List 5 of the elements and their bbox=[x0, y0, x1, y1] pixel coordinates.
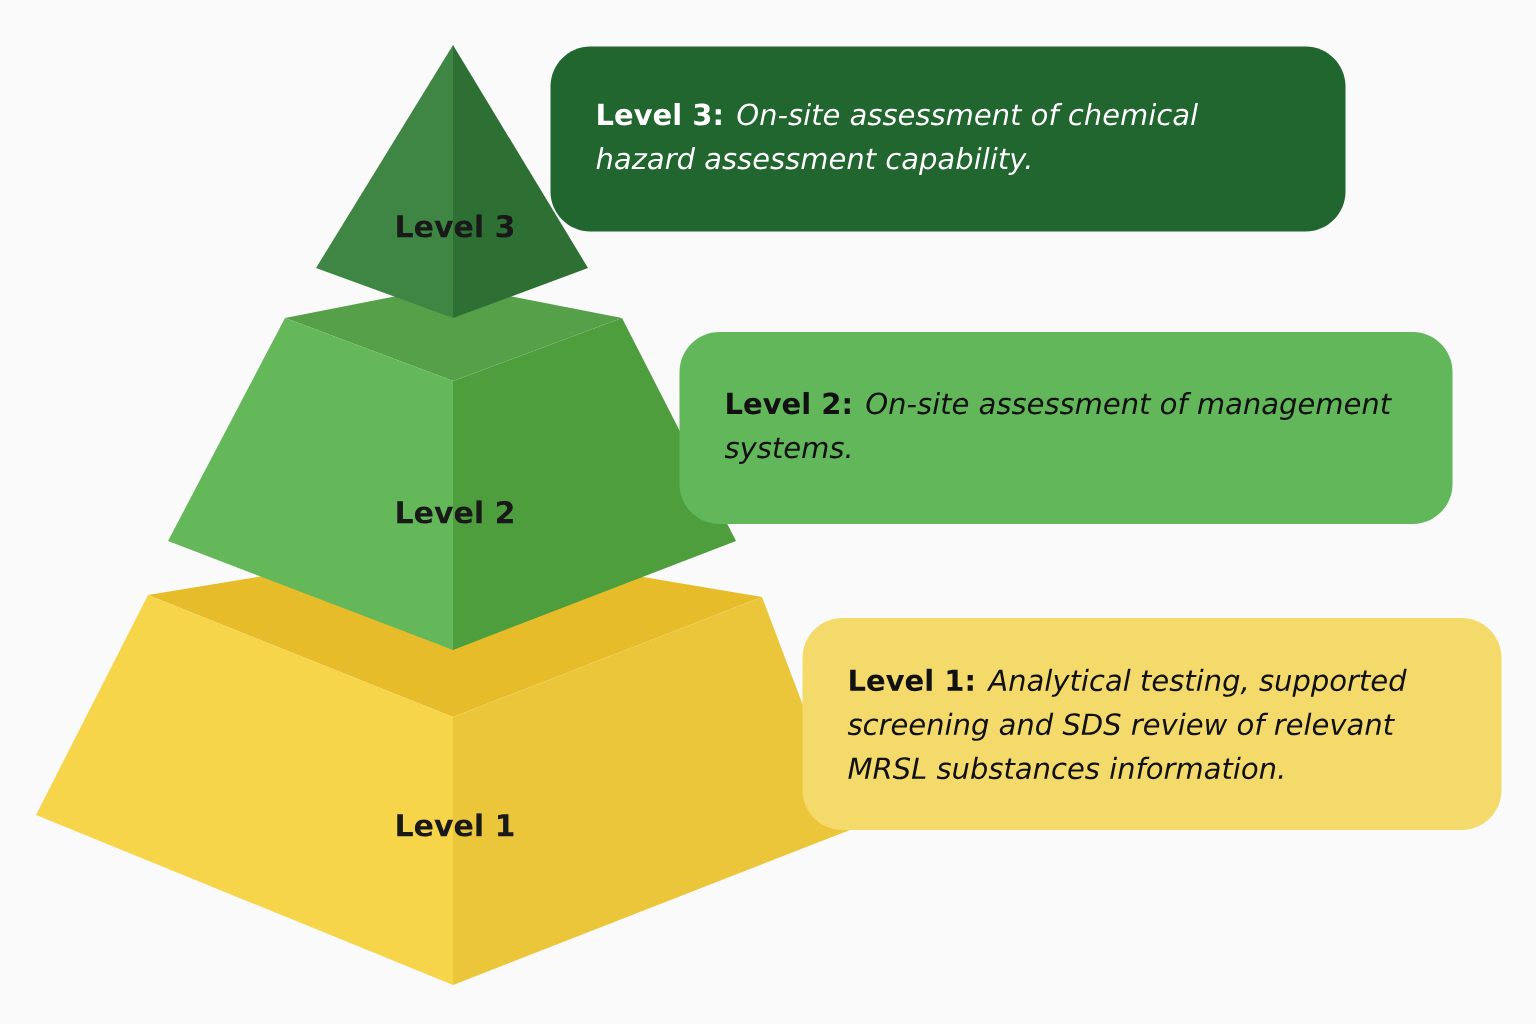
pyramid-tier: Level 3 bbox=[316, 45, 588, 318]
node-label: Level 2 bbox=[397, 500, 513, 524]
description-box: Level 2: On-site assessment of management systems. bbox=[679, 332, 1453, 524]
description-box: Level 1: Analytical testing, supported screening and SDS review of relevant MRSL substances information. bbox=[802, 618, 1502, 830]
description-box: Level 3: On-site assessment of chemical hazard assessment capability. bbox=[550, 46, 1346, 232]
